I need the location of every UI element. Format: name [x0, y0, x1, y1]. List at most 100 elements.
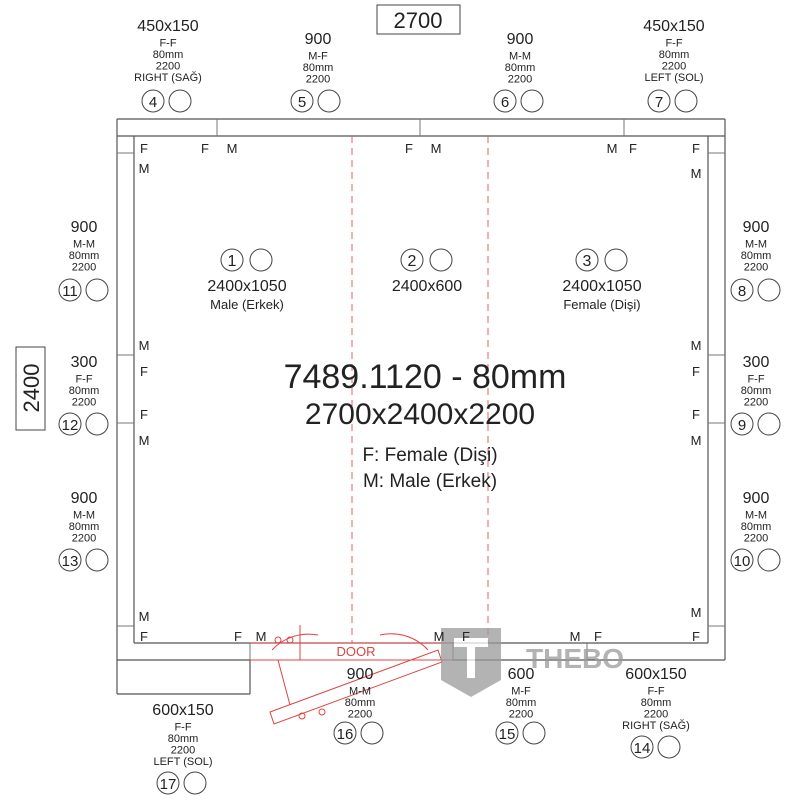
panel-check-circle — [317, 89, 341, 113]
wall-panel-size: 600 — [508, 666, 535, 683]
wall-panel-spec: 2200 — [744, 397, 768, 409]
panel-number-circle — [333, 721, 357, 745]
wall-panel-spec: 2200 — [156, 61, 180, 73]
joint-mark: F — [462, 629, 470, 644]
wall-panel-number: 4 — [149, 94, 157, 111]
floor-panel-number: 3 — [583, 253, 592, 270]
wall-panel-spec: 2200 — [72, 262, 96, 274]
joint-mark: M — [691, 338, 702, 353]
wall-panel-number: 6 — [501, 94, 509, 111]
wall-panel-spec: F-F — [159, 38, 176, 50]
joint-mark: F — [594, 629, 602, 644]
joint-mark: M — [607, 141, 618, 156]
wall-panel-size: 900 — [71, 219, 98, 236]
joint-mark: M — [139, 609, 150, 624]
panel-number-circle — [730, 412, 754, 436]
thebo-logo — [441, 628, 501, 697]
wall-panel-number: 7 — [655, 94, 663, 111]
panel-check-circle — [604, 248, 628, 272]
room-size: 2700x2400x2200 — [305, 398, 535, 431]
wall-panel-spec: 80mm — [741, 521, 772, 533]
wall-panel-spec: M-F — [308, 51, 328, 63]
wall-panel-spec: 2200 — [744, 262, 768, 274]
joint-mark: F — [201, 141, 209, 156]
wall-panel-spec: 80mm — [659, 49, 690, 61]
joint-mark: F — [629, 141, 637, 156]
joint-mark: F — [692, 629, 700, 644]
panel-check-circle — [85, 278, 109, 302]
wall-panel-spec: 80mm — [741, 250, 772, 262]
wall-panel-spec: 80mm — [69, 250, 100, 262]
wall-panel-size: 450x150 — [643, 18, 704, 35]
wall-panel-number: 16 — [337, 726, 354, 743]
panel-number-circle — [58, 278, 82, 302]
panel-check-circle — [657, 735, 681, 759]
door-label: DOOR — [337, 644, 376, 659]
wall-panel-spec: F-F — [747, 374, 764, 386]
panel-check-circle — [757, 548, 781, 572]
joint-mark: M — [691, 605, 702, 620]
wall-panel-spec: 2200 — [72, 397, 96, 409]
wall-panel-spec: F-F — [665, 38, 682, 50]
wall-panel-spec: RIGHT (SAĞ) — [622, 719, 690, 732]
wall-panel-number: 8 — [738, 283, 746, 300]
panel-check-circle — [249, 248, 273, 272]
panel-number-circle — [647, 89, 671, 113]
floor-panel-type: Female (Dişi) — [563, 297, 640, 312]
wall-panel-spec: 80mm — [345, 697, 376, 709]
panel-check-circle — [85, 412, 109, 436]
wall-panel-size: 900 — [743, 490, 770, 507]
joint-mark: F — [692, 407, 700, 422]
panel-number-circle — [58, 412, 82, 436]
joint-mark: M — [570, 629, 581, 644]
floor-panel-number: 2 — [408, 253, 417, 270]
panel-check-circle — [522, 721, 546, 745]
panel-number-circle — [58, 548, 82, 572]
panel-check-circle — [85, 548, 109, 572]
joint-mark: F — [405, 141, 413, 156]
panel-number-circle — [220, 248, 244, 272]
wall-panel-size: 450x150 — [137, 18, 198, 35]
panel-check-circle — [168, 89, 192, 113]
panel-number-circle — [141, 89, 165, 113]
wall-panel-number: 12 — [62, 417, 79, 434]
left-dimension-box — [15, 346, 46, 431]
floor-panel-size: 2400x1050 — [207, 278, 286, 295]
wall-panel-spec: M-M — [745, 239, 767, 251]
room-code: 7489.1120 - 80mm — [284, 358, 567, 396]
panel-number-circle — [156, 771, 180, 795]
wall-panel-number: 11 — [62, 283, 78, 300]
wall-panel-spec: 80mm — [69, 521, 100, 533]
joint-mark: M — [431, 141, 442, 156]
wall-panel-number: 13 — [62, 553, 79, 570]
wall-panel-spec: 2200 — [744, 533, 768, 545]
wall-panel-spec: 2200 — [348, 709, 372, 721]
wall-panel-spec: F-F — [75, 374, 92, 386]
joint-mark: M — [139, 433, 150, 448]
wall-panel-spec: 2200 — [306, 74, 330, 86]
wall-panel-spec: RIGHT (SAĞ) — [134, 71, 202, 84]
wall-panel-spec: F-F — [647, 686, 664, 698]
watermark-text: THEBO — [526, 643, 624, 674]
panel-check-circle — [183, 771, 207, 795]
wall-panel-spec: M-M — [349, 686, 371, 698]
top-dimension-label: 2700 — [394, 8, 443, 33]
wall-panel-size: 900 — [743, 219, 770, 236]
wall-panel-spec: 80mm — [69, 385, 100, 397]
joint-mark: F — [140, 407, 148, 422]
wall-panel-spec: LEFT (SOL) — [644, 72, 703, 84]
panel-check-circle — [757, 412, 781, 436]
